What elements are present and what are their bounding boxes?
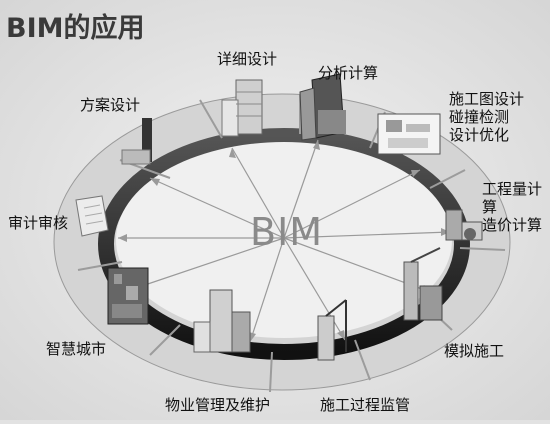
center-bim-label: BIM (250, 210, 324, 254)
icon-fenxi-building (299, 73, 346, 141)
stage-label-shenji: 审计审核 (8, 214, 69, 232)
icon-shenji-document (75, 195, 109, 237)
stage-label-guocheng: 施工过程监管 (320, 396, 411, 414)
icon-gongcheng-site (445, 209, 483, 241)
stage-label-wuye: 物业管理及维护 (165, 396, 271, 414)
radial-arrows (118, 139, 451, 343)
icon-wuye-buildings (193, 289, 251, 353)
icon-guocheng-crane (317, 299, 347, 361)
icon-moni-construction (403, 247, 443, 321)
icon-xiangxi-building (221, 79, 263, 137)
stage-label-fenxi: 分析计算 (318, 64, 379, 82)
stage-label-moni: 模拟施工 (444, 342, 505, 360)
stage-label-xiangxi: 详细设计 (217, 50, 278, 68)
stage-label-fangan: 方案设计 (80, 96, 141, 114)
icon-zhihui-city (107, 267, 149, 325)
stage-label-zhihui: 智慧城市 (46, 340, 107, 358)
stage-label-shigongtu: 施工图设计 碰撞检测 设计优化 (449, 90, 525, 144)
stage-label-gongcheng: 工程量计算 造价计算 (482, 180, 543, 234)
ring-inner-disc (116, 142, 452, 338)
icon-fangan-design (121, 118, 152, 165)
ring-rim (98, 128, 470, 360)
page-title: BIM的应用 (6, 13, 145, 44)
icon-shigongtu-blueprint (377, 113, 441, 155)
